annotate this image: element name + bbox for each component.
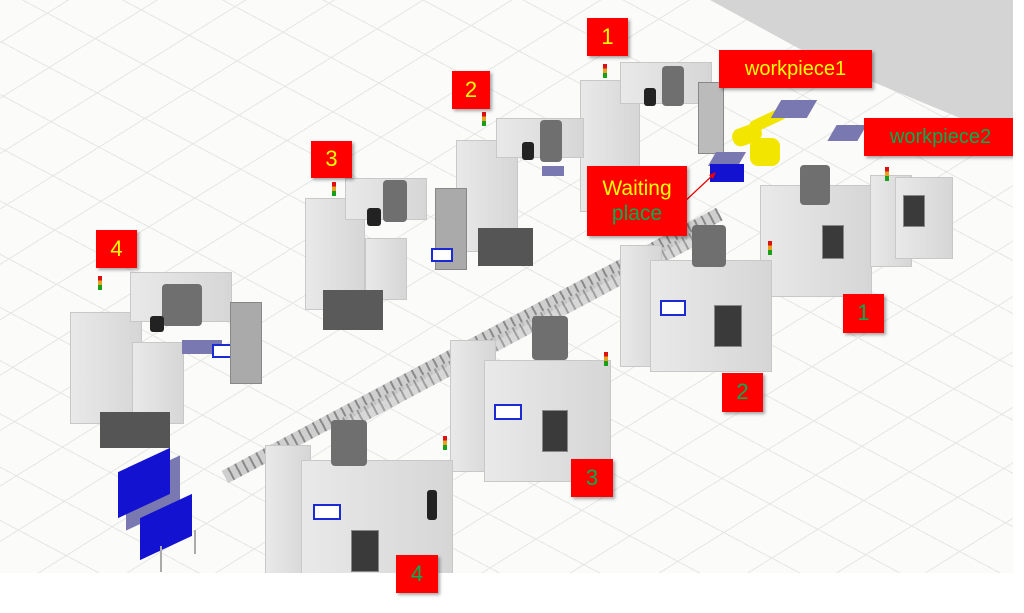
label-front-4: 4 [396, 555, 438, 593]
machine-front-4[interactable] [265, 400, 475, 573]
waiting-line-1: Waiting [602, 176, 672, 200]
machine-back-2[interactable] [456, 108, 596, 273]
label-front-2: 2 [722, 373, 763, 412]
label-back-2: 2 [452, 71, 490, 109]
factory-3d-viewport[interactable]: 1 2 3 4 1 2 3 workpiece1 workpiece2 Wait… [0, 0, 1013, 573]
pallet-rack[interactable] [112, 447, 202, 573]
machine-front-2[interactable] [620, 205, 780, 375]
workpiece2-pallet [827, 125, 867, 141]
label-front-1: 1 [843, 294, 884, 333]
machine-back-3[interactable] [305, 178, 475, 348]
label-workpiece1: workpiece1 [719, 50, 872, 88]
label-front-3: 3 [571, 459, 613, 497]
machine-back-1[interactable] [580, 62, 730, 232]
label-back-3: 3 [311, 141, 352, 178]
label-waiting-place: Waiting place [587, 166, 687, 236]
robot-arm[interactable] [729, 106, 790, 172]
label-back-4: 4 [96, 230, 137, 268]
workpiece1-pallet [770, 100, 818, 118]
waiting-place-arrow [681, 172, 716, 205]
label-back-1: 1 [587, 18, 628, 56]
waiting-line-2: place [611, 202, 663, 225]
label-workpiece2: workpiece2 [864, 118, 1013, 156]
machine-back-4[interactable] [70, 272, 280, 452]
waiting-place-pallet [707, 152, 748, 186]
machine-front-1[interactable] [760, 155, 955, 305]
